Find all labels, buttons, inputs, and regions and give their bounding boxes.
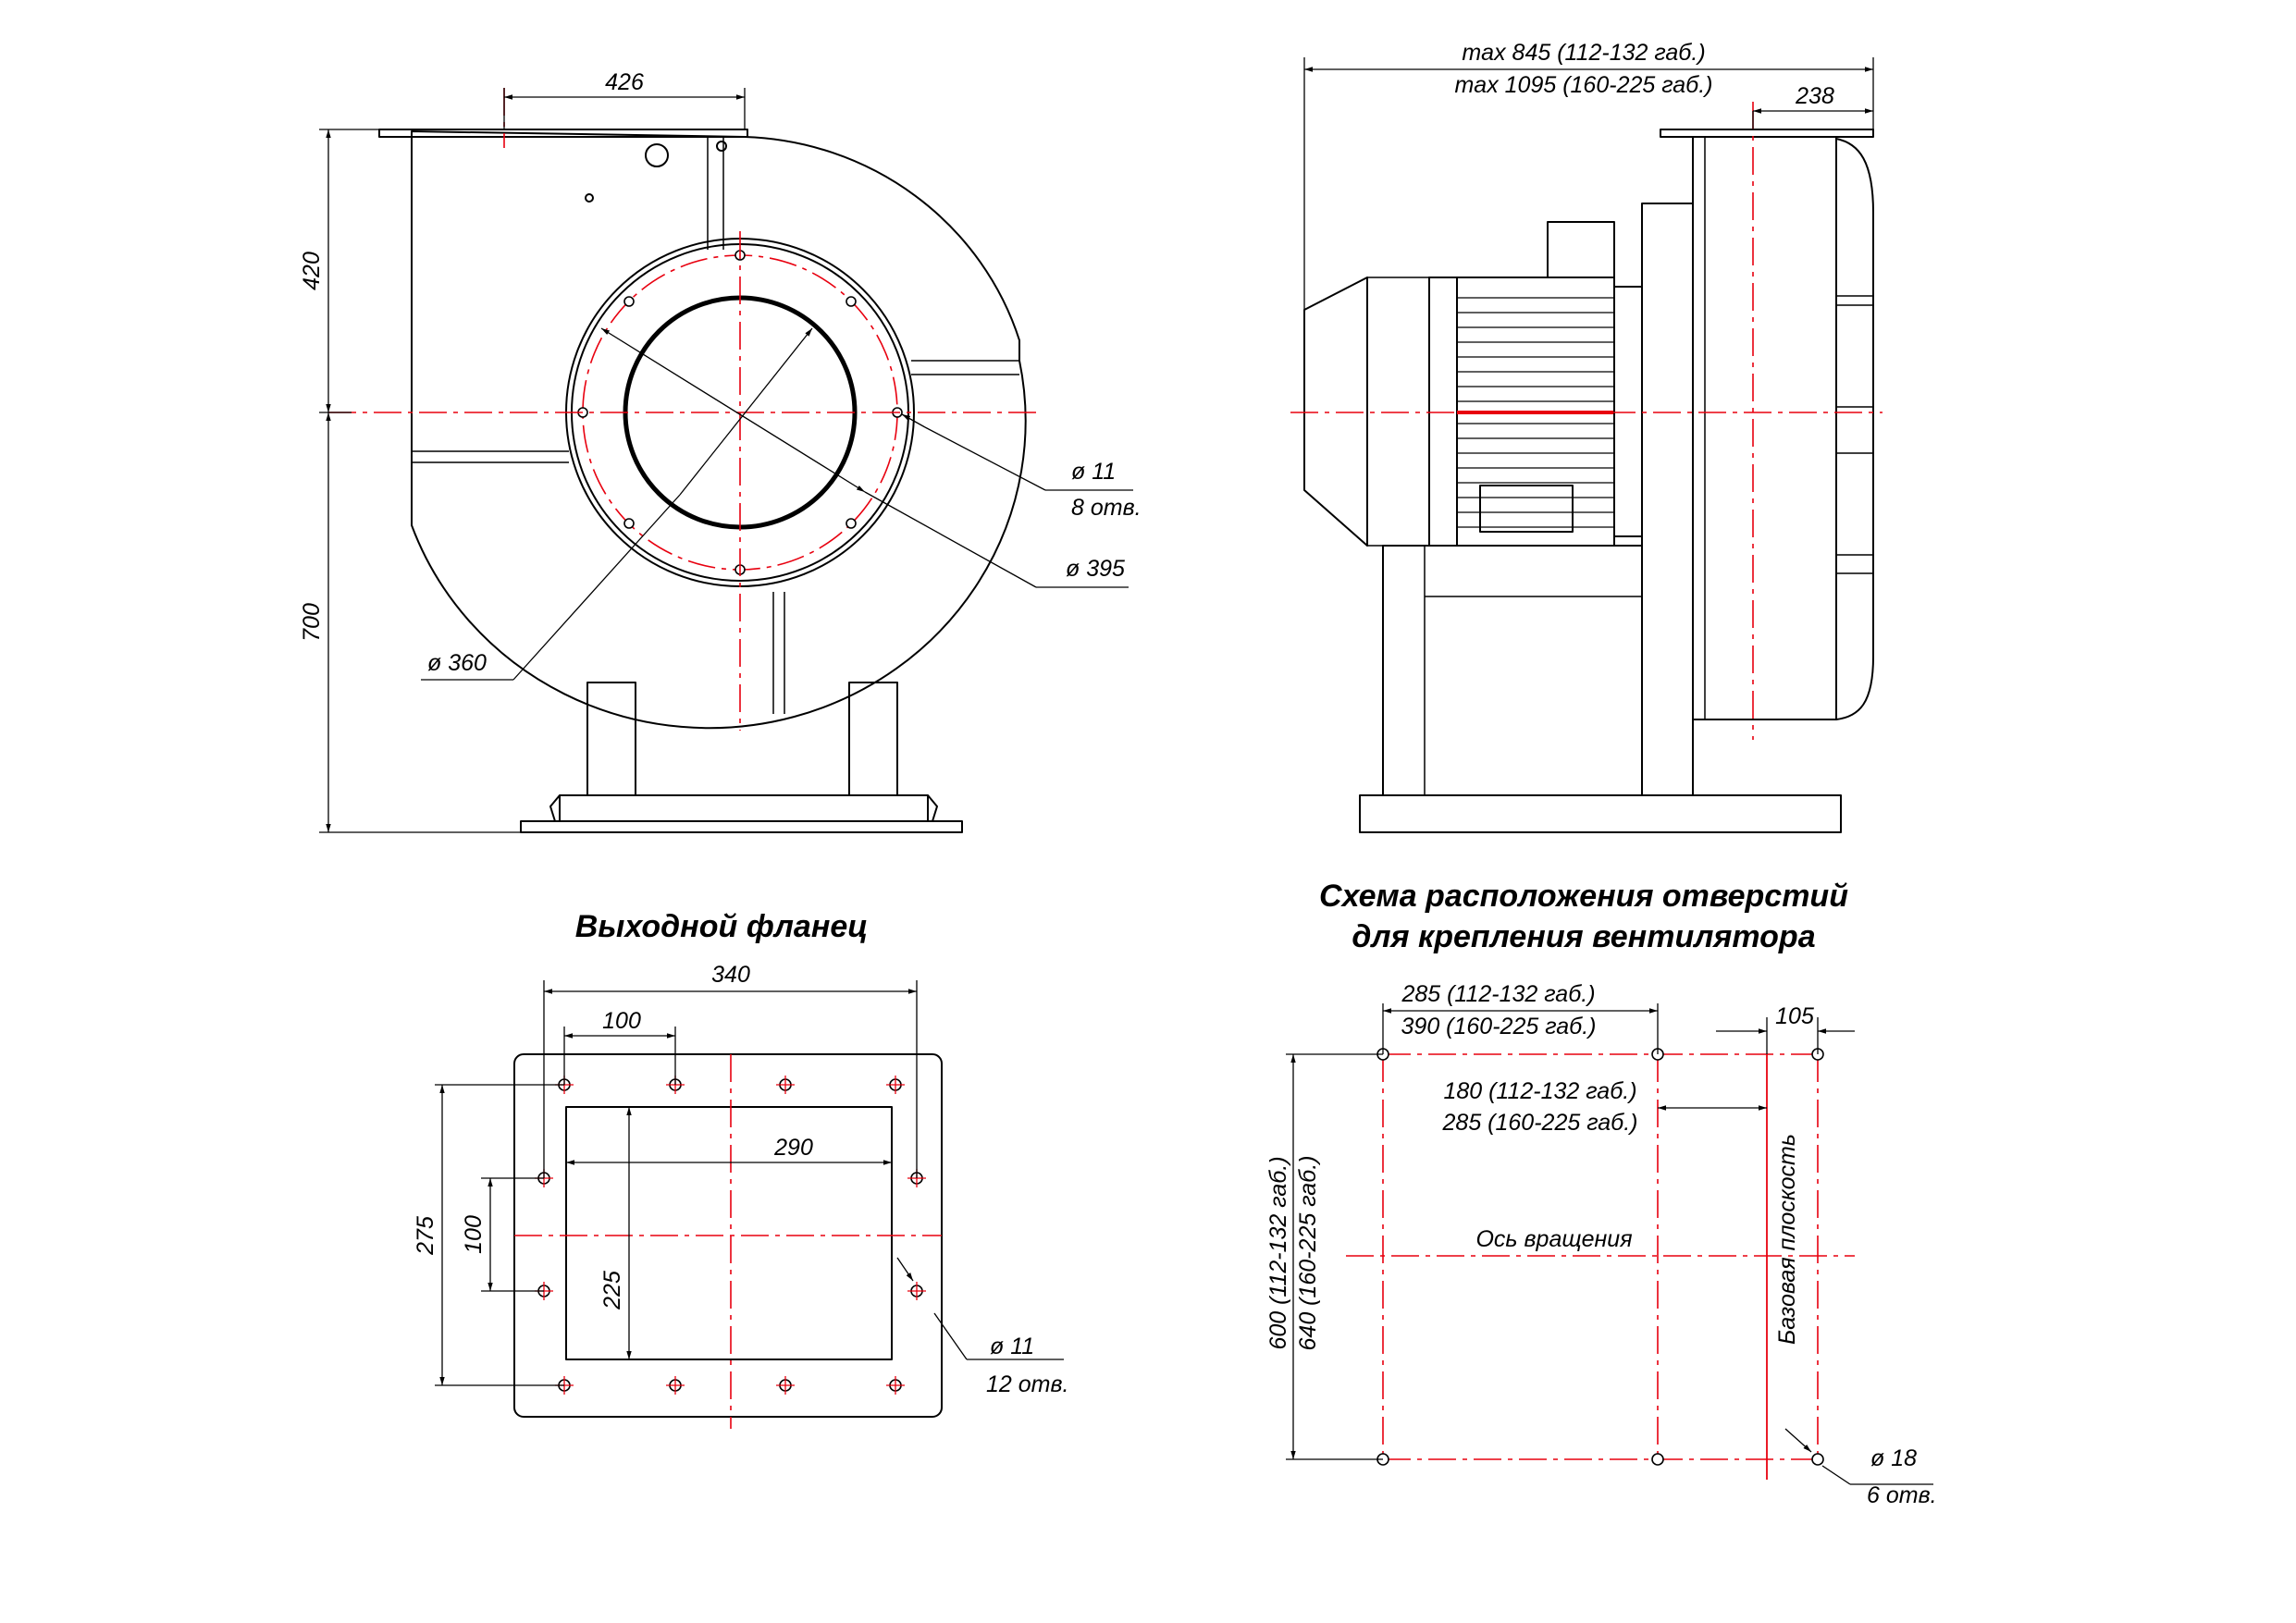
terminal-box — [1547, 221, 1615, 278]
mounting-title-line2: для крепления вентилятора — [1352, 919, 1815, 954]
dim-105: 105 — [1775, 1003, 1814, 1029]
side-stand — [1382, 545, 1643, 796]
flange-callout-hole-count: 12 отв. — [986, 1371, 1068, 1397]
dim-height-small: 600 (112-132 габ.) — [1265, 1156, 1291, 1349]
mounting-scheme-view: Схема расположения отверстий для креплен… — [1265, 879, 1937, 1508]
impeller-housing — [1692, 136, 1837, 720]
dim-top-large: 390 (160-225 габ.) — [1401, 1014, 1597, 1039]
front-top-flange — [378, 129, 748, 138]
mounting-callout-hole-count: 6 отв. — [1867, 1482, 1937, 1508]
motor-fins — [1457, 297, 1614, 528]
dim-225: 225 — [599, 1271, 625, 1310]
motor-adapter — [1613, 286, 1643, 537]
flange-callout-hole-diameter: ø 11 — [990, 1334, 1034, 1359]
dim-max-length-large: max 1095 (160-225 габ.) — [1454, 72, 1712, 98]
outlet-flange-title: Выходной фланец — [575, 909, 869, 944]
dim-275: 275 — [413, 1216, 438, 1256]
dim-100-top: 100 — [602, 1008, 641, 1034]
dim-mid-small: 180 (112-132 габ.) — [1443, 1078, 1636, 1104]
outlet-flange-view: Выходной фланец — [413, 909, 1068, 1429]
label-base-plane: Базовая плоскость — [1774, 1134, 1800, 1345]
callout-hole-diameter: ø 11 — [1071, 459, 1116, 485]
dim-100-side: 100 — [461, 1215, 487, 1254]
side-view: max 845 (112-132 габ.) max 1095 (160-225… — [1290, 40, 1882, 833]
dim-426: 426 — [605, 69, 644, 95]
dim-mid-large: 285 (160-225 габ.) — [1442, 1110, 1638, 1136]
dim-340: 340 — [711, 962, 750, 988]
callout-bolt-circle: ø 395 — [1066, 556, 1125, 582]
dim-420: 420 — [299, 252, 325, 290]
dim-700: 700 — [299, 603, 325, 642]
callout-hole-count: 8 отв. — [1071, 495, 1142, 521]
mounting-callout-hole-diameter: ø 18 — [1870, 1445, 1917, 1471]
dim-height-large: 640 (160-225 габ.) — [1295, 1156, 1321, 1351]
callout-inlet-diameter: ø 360 — [427, 650, 487, 676]
front-stand — [520, 682, 963, 833]
dim-top-small: 285 (112-132 габ.) — [1401, 981, 1595, 1007]
dim-max-length-small: max 845 (112-132 габ.) — [1462, 40, 1705, 66]
front-view: 426 420 700 ø 11 8 отв. ø 395 ø 360 — [299, 69, 1142, 833]
motor-end-cap — [1303, 277, 1368, 547]
label-rotation-axis: Ось вращения — [1475, 1226, 1632, 1252]
scroll-housing-outline — [411, 130, 1027, 730]
front-flange-holes — [577, 250, 903, 575]
dim-238: 238 — [1795, 83, 1834, 109]
dim-290: 290 — [773, 1135, 813, 1161]
side-base — [1359, 794, 1842, 833]
flange-opening — [565, 1106, 893, 1360]
mounting-title-line1: Схема расположения отверстий — [1319, 879, 1848, 914]
side-top-flange — [1660, 129, 1874, 138]
housing-back-plate — [1641, 203, 1694, 796]
